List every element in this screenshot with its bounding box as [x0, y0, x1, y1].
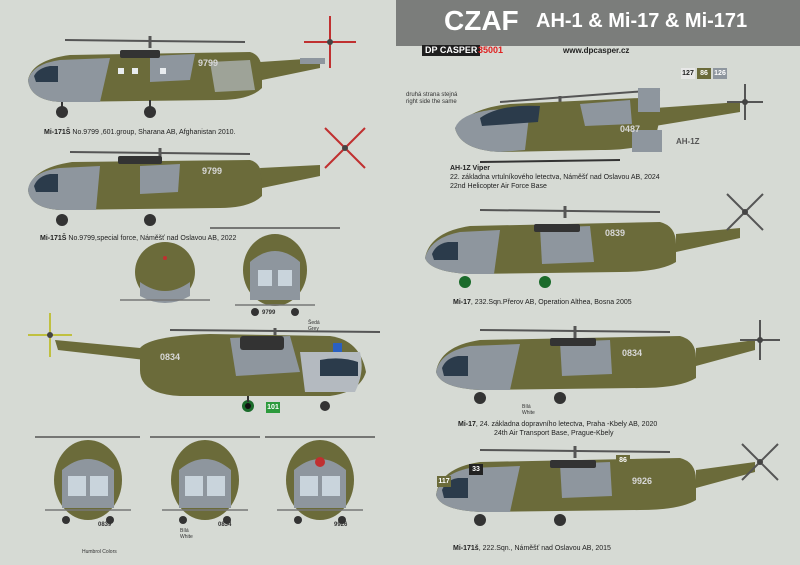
- caption-text: No.9799,special force, Náměšť nad Oslavo…: [66, 235, 237, 242]
- badge-222-a: 33: [469, 464, 483, 475]
- caption-text: , 222.Sqn., Náměšť nad Oslavou AB, 2015: [478, 545, 611, 552]
- humbrol-colors-note: Humbrol Colors: [82, 549, 117, 555]
- caption-mi171-222: Mi-171š, 222.Sqn., Náměšť nad Oslavou AB…: [453, 544, 611, 553]
- caption-model: Mi-171Š: [44, 129, 71, 136]
- front-serial-b: 0839: [98, 522, 112, 528]
- caption-text: , 24. základna dopravního letectva, Prah…: [475, 421, 658, 428]
- label-cz-center: Šedá: [308, 320, 320, 326]
- caption-line2: 22nd Helicopter Air Force Base: [450, 183, 547, 190]
- profile-mi171-afghan: [28, 16, 356, 118]
- serial-mi17-bosna: 0839: [605, 228, 626, 238]
- badge-222-b: 86: [616, 455, 630, 466]
- badge-ah1z-a: 127: [681, 68, 695, 79]
- serial-mi17-center: 0834: [160, 352, 181, 362]
- profile-mi17-kbely: [436, 320, 780, 404]
- caption-ah1z: AH-1Z Viper 22. základna vrtulníkového l…: [450, 164, 660, 191]
- caption-line1: 22. základna vrtulníkového letectva, Nám…: [450, 174, 660, 181]
- caption-model: Mi-17: [458, 421, 476, 428]
- sheet-title: CZAF: [444, 5, 519, 36]
- caption-mi17-bosna: Mi-17, 232.Sqn.Přerov AB, Operation Alth…: [453, 298, 632, 307]
- caption-text: No.9799 ,601.group, Sharana AB, Afghanis…: [70, 129, 236, 136]
- caption-model: Mi-17: [453, 299, 471, 306]
- front-views-bottom: [35, 436, 375, 524]
- serial-mi171-special: 9799: [202, 166, 223, 176]
- product-code: 35001: [478, 45, 504, 55]
- serial-mi171-222: 9926: [632, 476, 653, 486]
- caption-model: Mi-171Š: [40, 235, 67, 242]
- label-cz-kbely: Bílá: [522, 404, 531, 410]
- caption-title: AH-1Z Viper: [450, 165, 490, 172]
- front-label-cz: Bílá: [180, 528, 189, 534]
- badge-ah1z-c: 126: [713, 68, 727, 79]
- serial-mi17-kbely: 0834: [622, 348, 643, 358]
- profile-mi17-bosna: [425, 193, 764, 288]
- profile-mi171-222: [436, 443, 779, 526]
- caption-mi17-kbely: Mi-17, 24. základna dopravního letectva,…: [458, 420, 657, 438]
- caption-mi171-special: Mi-171Š No.9799,special force, Náměšť na…: [40, 234, 236, 243]
- note-cz-ah1z: druhá strana stejná: [406, 92, 458, 98]
- title-banner: CZAF AH-1 & Mi-17 & Mi-171: [396, 0, 800, 46]
- front-label-en: White: [180, 534, 193, 540]
- profile-ah1z: [455, 84, 763, 163]
- label-en-kbely: White: [522, 410, 535, 416]
- caption-mi171-afghan: Mi-171Š No.9799 ,601.group, Sharana AB, …: [44, 128, 236, 137]
- caption-model: Mi-171š: [453, 545, 479, 552]
- profile-mi17-center: [28, 313, 381, 412]
- badge-ah1z-b: 86: [697, 68, 711, 79]
- front-serial-a: 9799: [262, 310, 276, 316]
- note-en-ah1z: right side the same: [406, 99, 457, 105]
- aircraft-types: AH-1 & Mi-17 & Mi-171: [536, 10, 748, 32]
- caption-line2: 24th Air Transport Base, Prague-Kbely: [494, 430, 614, 437]
- tail-label-ah1z: AH-1Z: [676, 137, 700, 146]
- brand-label: DP CASPER: [422, 45, 481, 56]
- badge-222-c: 117: [437, 476, 451, 487]
- website-link[interactable]: www.dpcasper.cz: [563, 46, 630, 55]
- front-views-mid: [120, 227, 340, 316]
- serial-ah1z: 0487: [620, 124, 641, 134]
- badge-center: 101: [266, 402, 280, 413]
- label-en-center: Grey: [308, 326, 319, 332]
- serial-mi171-afghan: 9799: [198, 58, 219, 68]
- profile-mi171-special: [28, 127, 366, 226]
- front-serial-c: 0834: [218, 522, 232, 528]
- front-serial-d: 9926: [334, 522, 348, 528]
- caption-text: , 232.Sqn.Přerov AB, Operation Althea, B…: [470, 299, 632, 306]
